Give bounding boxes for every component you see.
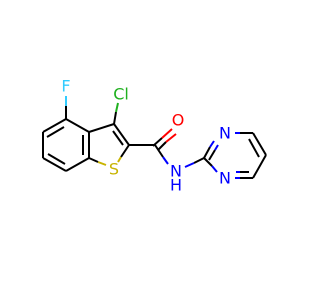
bond-s-c7a-sulfur-half [97, 161, 107, 166]
bond-c3-c2 [113, 123, 130, 146]
bond-c2-n1-carbon-half [203, 146, 211, 159]
amide-hydrogen-atom-label: H [170, 176, 182, 195]
bond-c6-c7-inner [47, 153, 66, 165]
pyrimidine-ring [203, 132, 267, 179]
bond-carbonyl-o-carbon-half-1 [152, 137, 163, 147]
bond-c3a-c4 [65, 118, 90, 133]
bond-carbonyl-n-nitrogen-half [162, 156, 169, 165]
bond-c3a-c3 [88, 123, 115, 133]
bond-c3-cl-chlorine-half [115, 102, 119, 113]
bond-c5-c4 [252, 154, 267, 179]
bond-c3-cl-carbon-half [113, 111, 117, 125]
bond-c2-s-carbon-half [120, 144, 130, 158]
bond-c6-c7 [42, 157, 67, 172]
bond-c6-c5-inner [248, 138, 260, 158]
bond-c2-s-sulfur-half [117, 156, 122, 163]
bond-n-pyrimidine-nitrogen-half [184, 162, 195, 168]
fluorine-atom-label: F [61, 77, 70, 96]
bond-carbonyl-o-oxygen-half-1 [161, 128, 173, 139]
chlorine-atom-label: Cl [113, 85, 129, 104]
pyrimidine-nitrogen-top-label: N [219, 124, 231, 143]
benzene-ring [42, 118, 90, 172]
oxygen-atom-label: O [172, 111, 185, 130]
bond-c3-c2-inner [112, 130, 124, 146]
bond-n3-c2-nitrogen-half [211, 165, 218, 173]
bond-n-pyrimidine-carbon-half [193, 157, 205, 164]
bond-c4-c5 [42, 118, 67, 133]
bond-n3-c2-carbon-half [203, 157, 213, 167]
bond-c2-n1-inner-carbon-half [208, 149, 216, 161]
bond-carbonyl-o-carbon-half-2 [157, 141, 167, 151]
bond-s-c7a-carbon-half [88, 157, 99, 163]
amide-nitrogen-atom-label: N [170, 162, 182, 181]
pyrimidine-nitrogen-bottom-label: N [219, 169, 231, 188]
bond-carbonyl-o-oxygen-half-2 [165, 133, 177, 143]
bond-c7-c7a [65, 157, 90, 172]
molecule-structure-diagram: F S Cl O N H [42, 77, 267, 195]
bond-c4-c5-inner [46, 126, 65, 138]
bond-c6-c5 [252, 132, 267, 156]
thiophene-ring [88, 123, 130, 166]
bond-carbonyl-n-carbon-half [154, 144, 164, 158]
sulfur-atom-label: S [109, 160, 119, 179]
bond-c2-n1-nitrogen-half [209, 140, 215, 148]
bond-c2-n1-inner-nitrogen-half [214, 144, 219, 151]
